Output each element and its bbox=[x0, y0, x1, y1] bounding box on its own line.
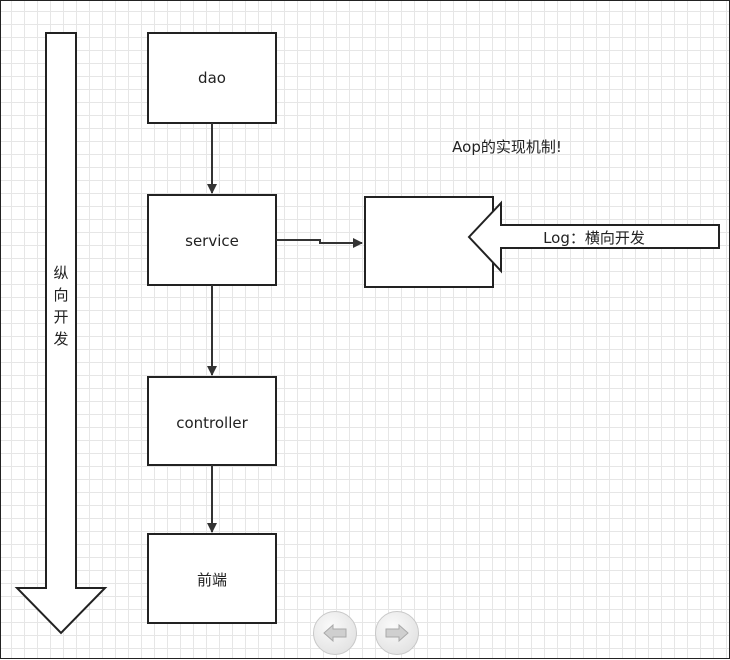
vertical-arrow-char: 向 bbox=[53, 286, 68, 304]
controller-box bbox=[147, 376, 277, 466]
service-label: service bbox=[185, 232, 239, 250]
vertical-arrow-char: 纵 bbox=[53, 264, 68, 282]
vertical-arrow-char: 发 bbox=[53, 330, 68, 348]
service-to-aspect-connector bbox=[276, 238, 363, 248]
frontend-label: 前端 bbox=[197, 571, 227, 589]
service-box bbox=[147, 194, 277, 286]
dao-label: dao bbox=[198, 69, 226, 87]
arrow-left-icon bbox=[323, 624, 347, 642]
arrow-right-icon bbox=[385, 624, 409, 642]
prev-button[interactable] bbox=[313, 611, 357, 655]
next-button[interactable] bbox=[375, 611, 419, 655]
controller-label: controller bbox=[176, 414, 248, 432]
horizontal-arrow-label: Log：横向开发 bbox=[543, 229, 645, 247]
frontend-box bbox=[147, 533, 277, 624]
aop-title: Aop的实现机制! bbox=[452, 138, 562, 156]
horizontal-arrow-shape bbox=[467, 200, 720, 274]
aspect-box bbox=[364, 196, 494, 288]
vertical-arrow-char: 开 bbox=[53, 308, 68, 326]
vertical-arrow-shape bbox=[14, 32, 108, 635]
